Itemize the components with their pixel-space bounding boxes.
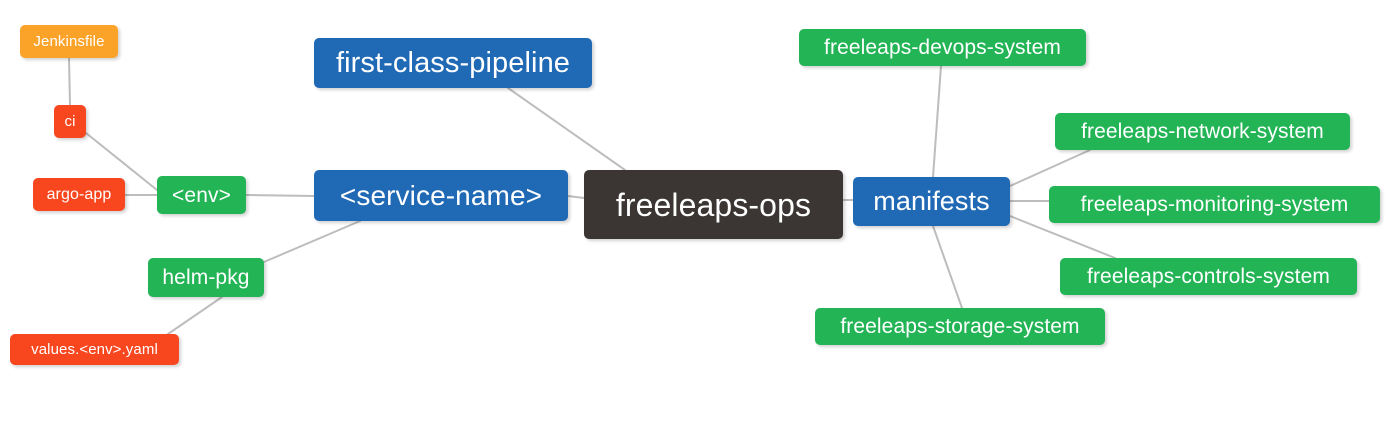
mindmap-edge xyxy=(1009,149,1091,187)
mindmap-node-env[interactable]: <env> xyxy=(157,176,246,214)
mindmap-node-label: Jenkinsfile xyxy=(33,33,105,50)
mindmap-node-label: ci xyxy=(64,113,76,130)
mindmap-node-freeleaps-devops-system[interactable]: freeleaps-devops-system xyxy=(799,29,1086,66)
mindmap-edge xyxy=(567,195,585,199)
mindmap-node-label: <env> xyxy=(172,183,231,207)
mindmap-node-helm-pkg[interactable]: helm-pkg xyxy=(148,258,264,297)
mindmap-node-first-class-pipeline[interactable]: first-class-pipeline xyxy=(314,38,592,88)
mindmap-node-label: argo-app xyxy=(46,185,112,203)
mindmap-edge xyxy=(263,220,361,263)
mindmap-node-label: freeleaps-ops xyxy=(615,186,812,223)
mindmap-node-freeleaps-ops[interactable]: freeleaps-ops xyxy=(584,170,843,239)
mindmap-node-label: values.<env>.yaml xyxy=(31,341,158,358)
mindmap-node-label: freeleaps-storage-system xyxy=(840,315,1080,338)
mindmap-node-label: manifests xyxy=(873,186,990,216)
mindmap-edge xyxy=(932,225,963,309)
mindmap-node-label: freeleaps-controls-system xyxy=(1087,265,1330,288)
mindmap-edge xyxy=(932,65,942,178)
mindmap-node-label: first-class-pipeline xyxy=(335,46,571,79)
mindmap-node-label: helm-pkg xyxy=(162,266,250,289)
mindmap-node-values-env-yaml[interactable]: values.<env>.yaml xyxy=(10,334,179,365)
mindmap-node-freeleaps-controls-system[interactable]: freeleaps-controls-system xyxy=(1060,258,1357,295)
mindmap-edge xyxy=(68,57,71,106)
mindmap-node-label: freeleaps-network-system xyxy=(1081,120,1324,143)
mindmap-edge xyxy=(507,87,626,171)
mindmap-node-service-name[interactable]: <service-name> xyxy=(314,170,568,221)
mindmap-node-freeleaps-network-system[interactable]: freeleaps-network-system xyxy=(1055,113,1350,150)
mindmap-edge xyxy=(245,194,315,197)
mindmap-node-label: freeleaps-monitoring-system xyxy=(1080,193,1349,216)
mindmap-node-freeleaps-monitoring-system[interactable]: freeleaps-monitoring-system xyxy=(1049,186,1380,223)
mindmap-node-manifests[interactable]: manifests xyxy=(853,177,1010,226)
mindmap-node-ci[interactable]: ci xyxy=(54,105,86,138)
mindmap-node-jenkinsfile[interactable]: Jenkinsfile xyxy=(20,25,118,58)
mindmap-node-label: <service-name> xyxy=(339,179,543,211)
mindmap-node-argo-app[interactable]: argo-app xyxy=(33,178,125,211)
mindmap-edge xyxy=(167,296,223,335)
mindmap-node-label: freeleaps-devops-system xyxy=(824,36,1061,59)
mindmap-node-freeleaps-storage-system[interactable]: freeleaps-storage-system xyxy=(815,308,1105,345)
